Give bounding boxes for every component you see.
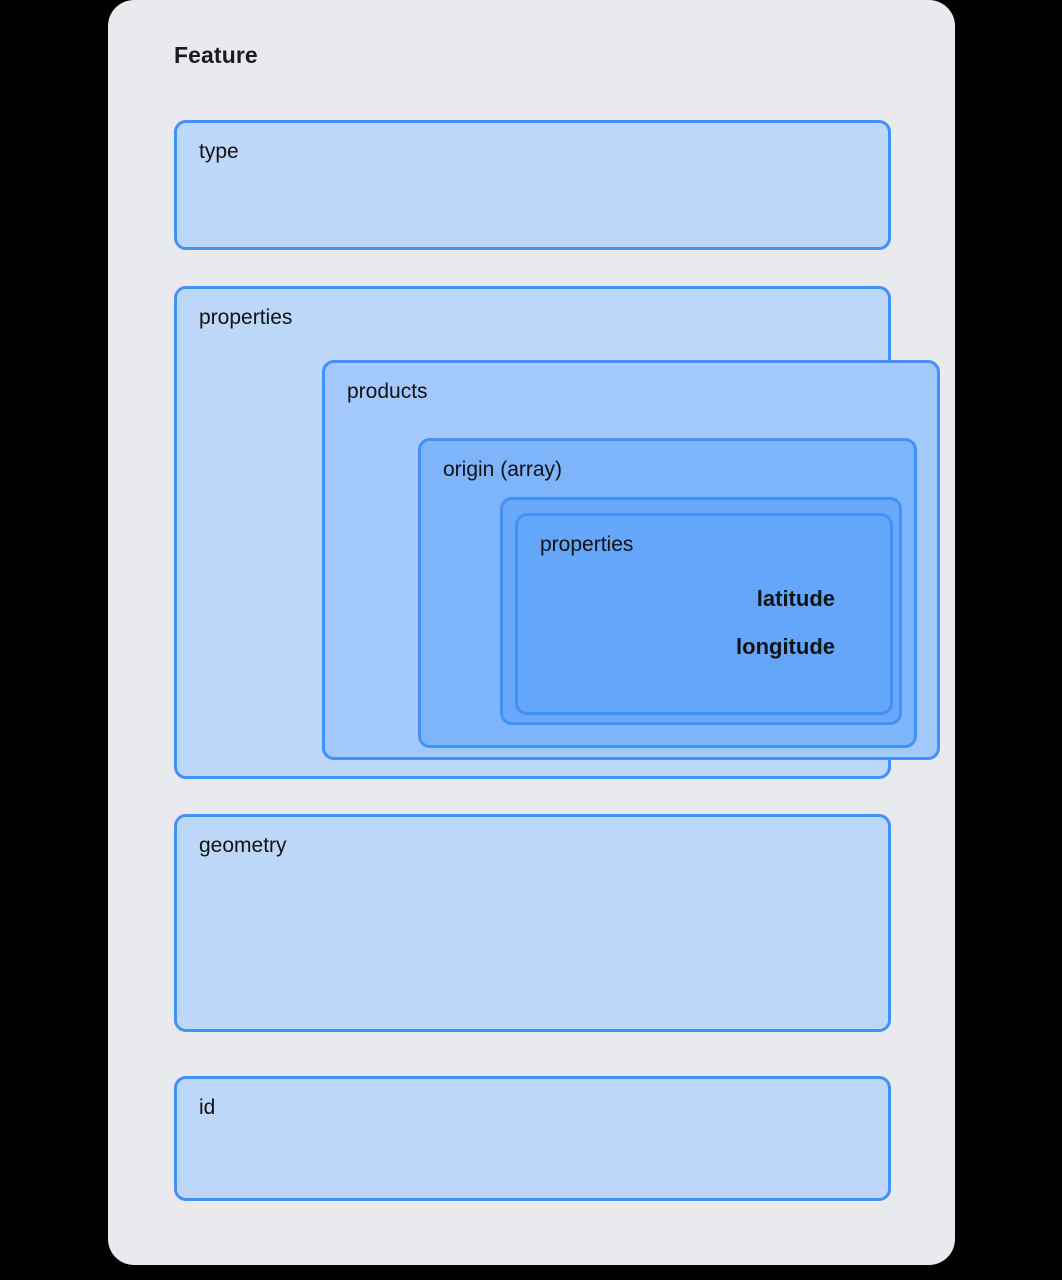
field-box-id[interactable]: id: [174, 1076, 891, 1201]
page-title: Feature: [174, 42, 258, 68]
leaf-field-longitude: longitude: [736, 634, 835, 659]
field-box-geometry[interactable]: geometry: [174, 814, 891, 1032]
leaf-field-list: latitude longitude: [736, 588, 835, 658]
field-label-id: id: [199, 1096, 216, 1119]
field-box-properties[interactable]: properties products origin (array) prope…: [174, 286, 940, 779]
field-label-products: products: [347, 380, 428, 403]
field-label-geometry: geometry: [199, 834, 287, 857]
field-box-products[interactable]: products origin (array) properties latit…: [322, 360, 940, 760]
field-box-type[interactable]: type: [174, 120, 891, 250]
feature-card: Feature type properties products origin …: [108, 0, 955, 1265]
field-label-properties: properties: [199, 306, 293, 329]
field-box-origin[interactable]: origin (array) properties latitude longi…: [418, 438, 917, 748]
field-label-origin: origin (array): [443, 458, 563, 481]
field-box-inner-properties[interactable]: properties latitude longitude: [515, 513, 893, 715]
leaf-field-latitude: latitude: [756, 586, 835, 611]
field-label-inner-properties: properties: [540, 533, 634, 556]
field-label-type: type: [199, 140, 239, 163]
field-box-inner-properties-outline: properties latitude longitude: [500, 497, 902, 725]
